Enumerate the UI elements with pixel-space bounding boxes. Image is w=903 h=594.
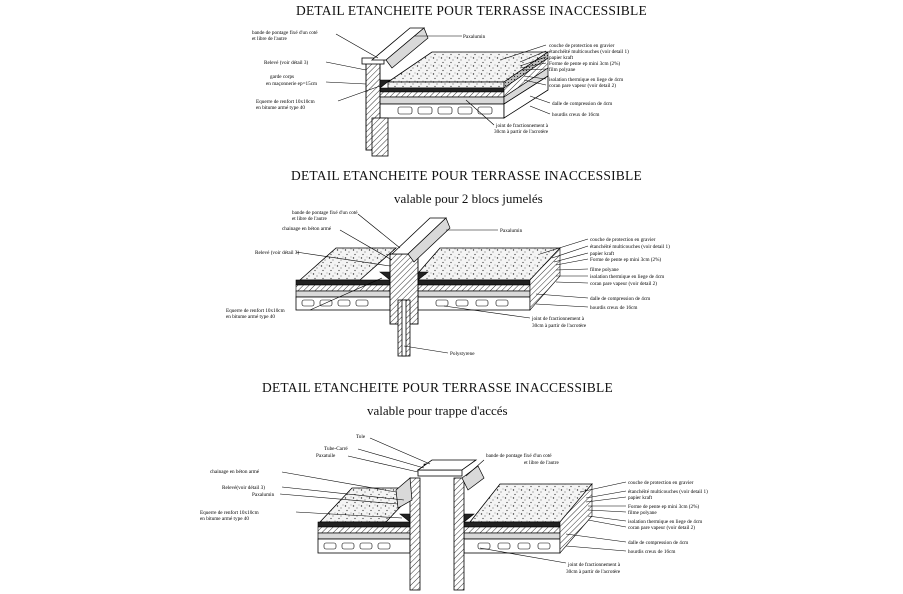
d2-label-polyane: filme polyane xyxy=(590,266,619,273)
d2-label-bande-pontage: bande de pontage fixé d'un coté xyxy=(292,209,358,216)
detail-2-drawing: bande de pontage fixé d'un coté et libre… xyxy=(226,209,670,357)
d2-label-paxalumin: Paxalumin xyxy=(500,228,523,234)
d1-label-bande-pontage-2: et libre de l'autre xyxy=(252,36,287,42)
d3-label-releve: Relevé(voir détail 3) xyxy=(222,484,265,491)
d1-label-isolation: isolation thermique en liege de 4cm xyxy=(549,77,623,83)
d3-label-forme-pente: Forme de pente ep mini 3cm (2%) xyxy=(628,503,699,510)
d1-label-polyane: film polyane xyxy=(549,66,576,73)
d3-label-bitume: en bitume armé type 40 xyxy=(200,516,249,522)
d2-label-gravier: couche de protection en gravier xyxy=(590,237,656,243)
d1-label-releve: Relevé (voir détail 3) xyxy=(264,59,308,66)
d3-label-dalle: dalle de compression de 4cm xyxy=(628,540,688,546)
d2-label-bitume: en bitume armé type 40 xyxy=(226,314,275,320)
d2-label-hourdis: hourdis creux de 16cm xyxy=(590,305,637,311)
d2-label-joint: joint de fractionnement à xyxy=(531,315,585,322)
detail-1-drawing: bande de pontage fixé d'un coté et libre… xyxy=(252,27,629,157)
d3-label-gravier: couche de protection en gravier xyxy=(628,480,694,486)
detail-1-title: DETAIL ETANCHEITE POUR TERRASSE INACCESS… xyxy=(296,3,647,18)
d2-label-pare-vapeur: coran pare vapeur (voir detail 2) xyxy=(590,280,657,287)
d3-label-bande-pontage-2: et libre de l'autre xyxy=(524,460,559,466)
d2-label-isolation: isolation thermique en liege de 4cm xyxy=(590,274,664,280)
d1-label-kraft: papier kraft xyxy=(549,54,574,61)
d1-label-dalle: dalle de compression de 4cm xyxy=(552,101,612,107)
d3-label-tole: Tole xyxy=(356,434,366,440)
detail-3-subtitle: valable pour trappe d'accés xyxy=(367,403,508,418)
d2-label-chainage: chainage en béton armé xyxy=(282,226,332,232)
d3-label-paxalumin: Paxalumin xyxy=(252,492,275,498)
detail-3-drawing: Tole Tube-Carré Paxatuile chainage en bé… xyxy=(200,434,708,591)
d3-label-paxatuile: Paxatuile xyxy=(316,453,336,459)
d3-label-chainage: chainage en béton armé xyxy=(210,469,260,475)
d3-label-equerre: Equerre de renfort 10x10cm xyxy=(200,509,259,516)
d3-label-bande-pontage: bande de pontage fixé d'un coté xyxy=(486,452,552,459)
d2-label-equerre: Equerre de renfort 10x10cm xyxy=(226,307,285,314)
d3-label-isolation: isolation thermique en liege de 4cm xyxy=(628,519,702,525)
d3-label-etancheite: étanchéité multicouches (voir detail 1) xyxy=(628,488,708,495)
d2-label-kraft: papier kraft xyxy=(590,250,615,257)
d1-label-joint-2: 30cm à partir de l'acrotère xyxy=(494,129,549,135)
d1-label-hourdis: hourdis creux de 16cm xyxy=(552,112,599,118)
d1-label-bitume: en bitume armé type 40 xyxy=(256,105,305,111)
detail-2-subtitle: valable pour 2 blocs jumelés xyxy=(394,191,543,206)
d2-label-bande-pontage-2: et libre de l'autre xyxy=(292,216,327,222)
d3-label-pare-vapeur: coran pare vapeur (voir detail 2) xyxy=(628,524,695,531)
d2-label-polystyrene: Polystyrene xyxy=(450,351,475,357)
detail-2-title: DETAIL ETANCHEITE POUR TERRASSE INACCESS… xyxy=(291,168,642,183)
d1-label-pare-vapeur: coran pare vapeur (voir detail 2) xyxy=(549,82,616,89)
d1-label-gravier: couche de protection en gravier xyxy=(549,43,615,49)
d3-label-polyane: filme polyane xyxy=(628,509,657,516)
d3-label-tube-carre: Tube-Carré xyxy=(324,446,348,452)
d1-label-forme-pente: Forme de pente ep mini 3cm (2%) xyxy=(549,60,620,67)
d3-label-hourdis: hourdis creux de 16cm xyxy=(628,549,675,555)
d1-label-etancheite: étanchéité multicouches (voir detail 1) xyxy=(549,48,629,55)
d2-label-etancheite: étanchéité multicouches (voir detail 1) xyxy=(590,243,670,250)
d2-label-releve: Relevé (voir détail 3) xyxy=(255,249,299,256)
detail-3-title: DETAIL ETANCHEITE POUR TERRASSE INACCESS… xyxy=(262,380,613,395)
d1-label-equerre: Equerre de renfort 10x10cm xyxy=(256,98,315,105)
d1-label-maconnerie: en maçonnerie ep=15cm xyxy=(266,81,317,87)
d2-label-joint-2: 30cm à partir de l'acrotère xyxy=(532,323,587,329)
d1-label-garde-corps: garde corps xyxy=(270,74,294,80)
d2-label-dalle: dalle de compression de 4cm xyxy=(590,296,650,302)
d3-label-kraft: papier kraft xyxy=(628,494,653,501)
d3-label-joint-2: 30cm à partir de l'acrotère xyxy=(566,569,621,575)
d2-label-forme-pente: Forme de pente ep mini 3cm (2%) xyxy=(590,256,661,263)
d1-label-paxalumin: Paxalumin xyxy=(463,34,486,40)
d3-label-joint: joint de fractionnement à xyxy=(567,561,621,568)
d1-label-bande-pontage: bande de pontage fixé d'un coté xyxy=(252,29,318,36)
d1-label-joint: joint de fractionnement à xyxy=(495,122,549,129)
